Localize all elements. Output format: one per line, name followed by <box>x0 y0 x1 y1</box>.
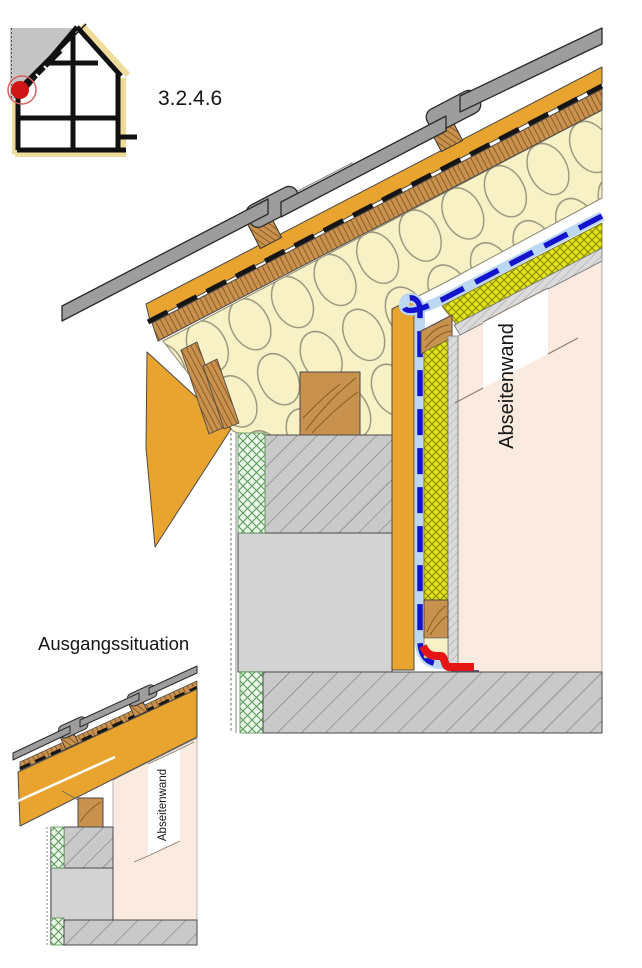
roof-tile-small <box>148 665 198 696</box>
masonry-wall-upper <box>262 434 393 534</box>
band-edge <box>147 840 181 857</box>
rafter-gap-line <box>17 755 116 803</box>
roof-tile-small <box>79 692 140 728</box>
knee-wall-lining <box>447 335 459 673</box>
house-yellow-lining <box>12 22 131 157</box>
detail-location-ring <box>7 75 37 105</box>
floor-sealing-profile-red <box>419 644 474 671</box>
knee-wall-insulation <box>423 339 449 601</box>
masonry-wall-upper-small <box>63 826 114 869</box>
roof-boarding <box>151 88 603 342</box>
label-band <box>483 288 548 388</box>
section-tick <box>35 73 42 80</box>
main-wall-label: Abseitenwand <box>496 323 518 449</box>
initial-situation-drawing: Ausgangssituation <box>12 633 198 946</box>
band-edge <box>147 748 181 765</box>
abseitenwand-callout-small: Abseitenwand <box>133 741 195 863</box>
eave-batten <box>202 358 240 430</box>
perimeter-insulation-upper-small <box>50 826 65 869</box>
abseitenwand-callout: Abseitenwand <box>454 287 579 449</box>
sealing-membrane-dashed-small <box>19 686 198 770</box>
ceiling-lining <box>453 247 603 336</box>
leader-line <box>179 741 195 750</box>
label-band-small <box>148 749 180 856</box>
roof-tile <box>61 198 269 322</box>
perimeter-insulation-lower <box>239 671 266 734</box>
detail-location-marker <box>11 81 29 99</box>
purlin-timber <box>299 371 361 436</box>
masonry-wall-lower-small <box>50 867 114 921</box>
floor-slab-small <box>63 919 198 946</box>
perimeter-insulation-lower-small <box>50 917 65 946</box>
sill-timber <box>423 599 449 639</box>
sealing-membrane-dashed <box>146 83 604 325</box>
leader-line <box>133 855 149 863</box>
leader-line <box>547 337 579 355</box>
masonry-wall-lower <box>237 532 393 673</box>
initial-situation-title: Ausgangssituation <box>38 633 189 654</box>
roof-tile <box>280 115 447 218</box>
house-section-locator-icon <box>7 22 137 157</box>
knee-wall-board <box>391 297 415 671</box>
floor-slab <box>262 671 603 734</box>
leader-line <box>454 387 484 404</box>
perimeter-insulation-upper <box>237 432 266 534</box>
small-wall-label: Abseitenwand <box>157 769 169 841</box>
band-edge <box>482 287 549 323</box>
roof-tile-small <box>12 725 71 761</box>
roof-tiles-small <box>12 665 198 761</box>
figure-number: 3.2.4.6 <box>158 87 222 110</box>
roof-tile <box>459 27 603 113</box>
house-structure-lines <box>14 25 137 153</box>
marked-rafter <box>21 47 63 89</box>
section-tick <box>43 65 50 72</box>
main-detail-drawing: Abseitenwand <box>61 27 605 734</box>
roof-tiles <box>61 27 603 322</box>
section-tick-line <box>57 23 87 53</box>
